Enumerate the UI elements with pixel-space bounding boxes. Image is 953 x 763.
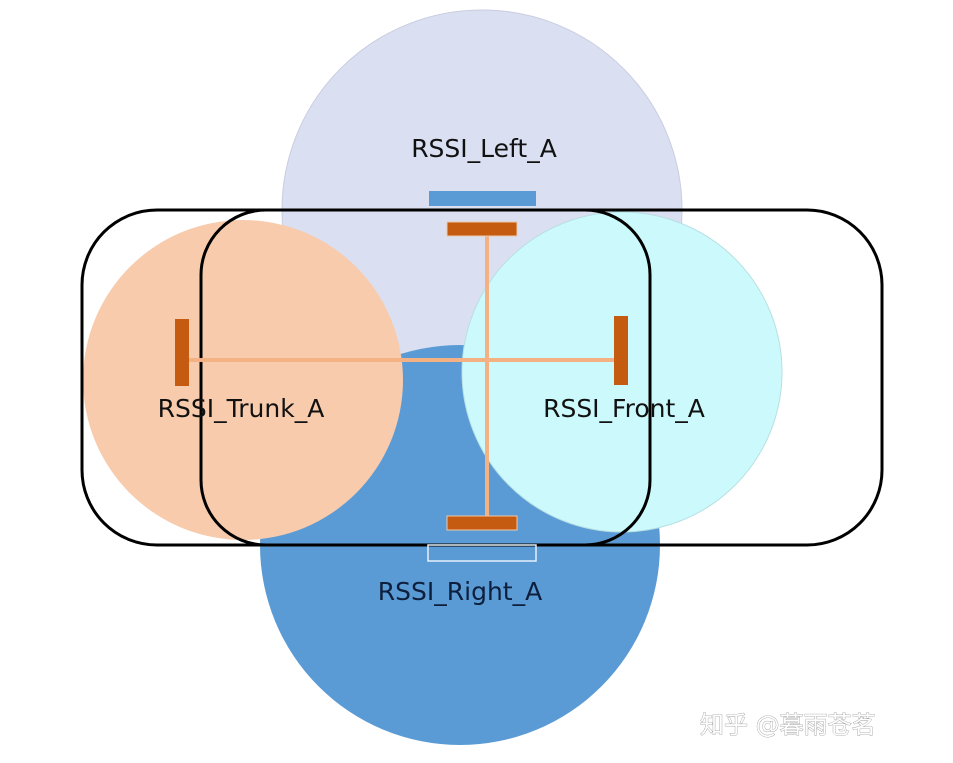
antenna-trunk-bar bbox=[175, 319, 189, 386]
watermark-text: 知乎 @暮雨苍茗 bbox=[700, 711, 876, 739]
antenna-front-bar bbox=[614, 316, 628, 385]
vehicle-outline-inner bbox=[199, 208, 652, 547]
zone-right-label: RSSI_Right_A bbox=[378, 577, 542, 606]
right-zone-marker-bar bbox=[427, 544, 537, 562]
left-zone-marker-bar bbox=[429, 191, 536, 206]
zone-front-label: RSSI_Front_A bbox=[543, 394, 705, 423]
antenna-left-bar bbox=[446, 221, 518, 237]
antenna-right-bar bbox=[446, 515, 518, 531]
zone-trunk-label: RSSI_Trunk_A bbox=[158, 394, 325, 423]
zone-trunk-circle bbox=[83, 220, 403, 540]
zone-left-label: RSSI_Left_A bbox=[411, 134, 557, 163]
